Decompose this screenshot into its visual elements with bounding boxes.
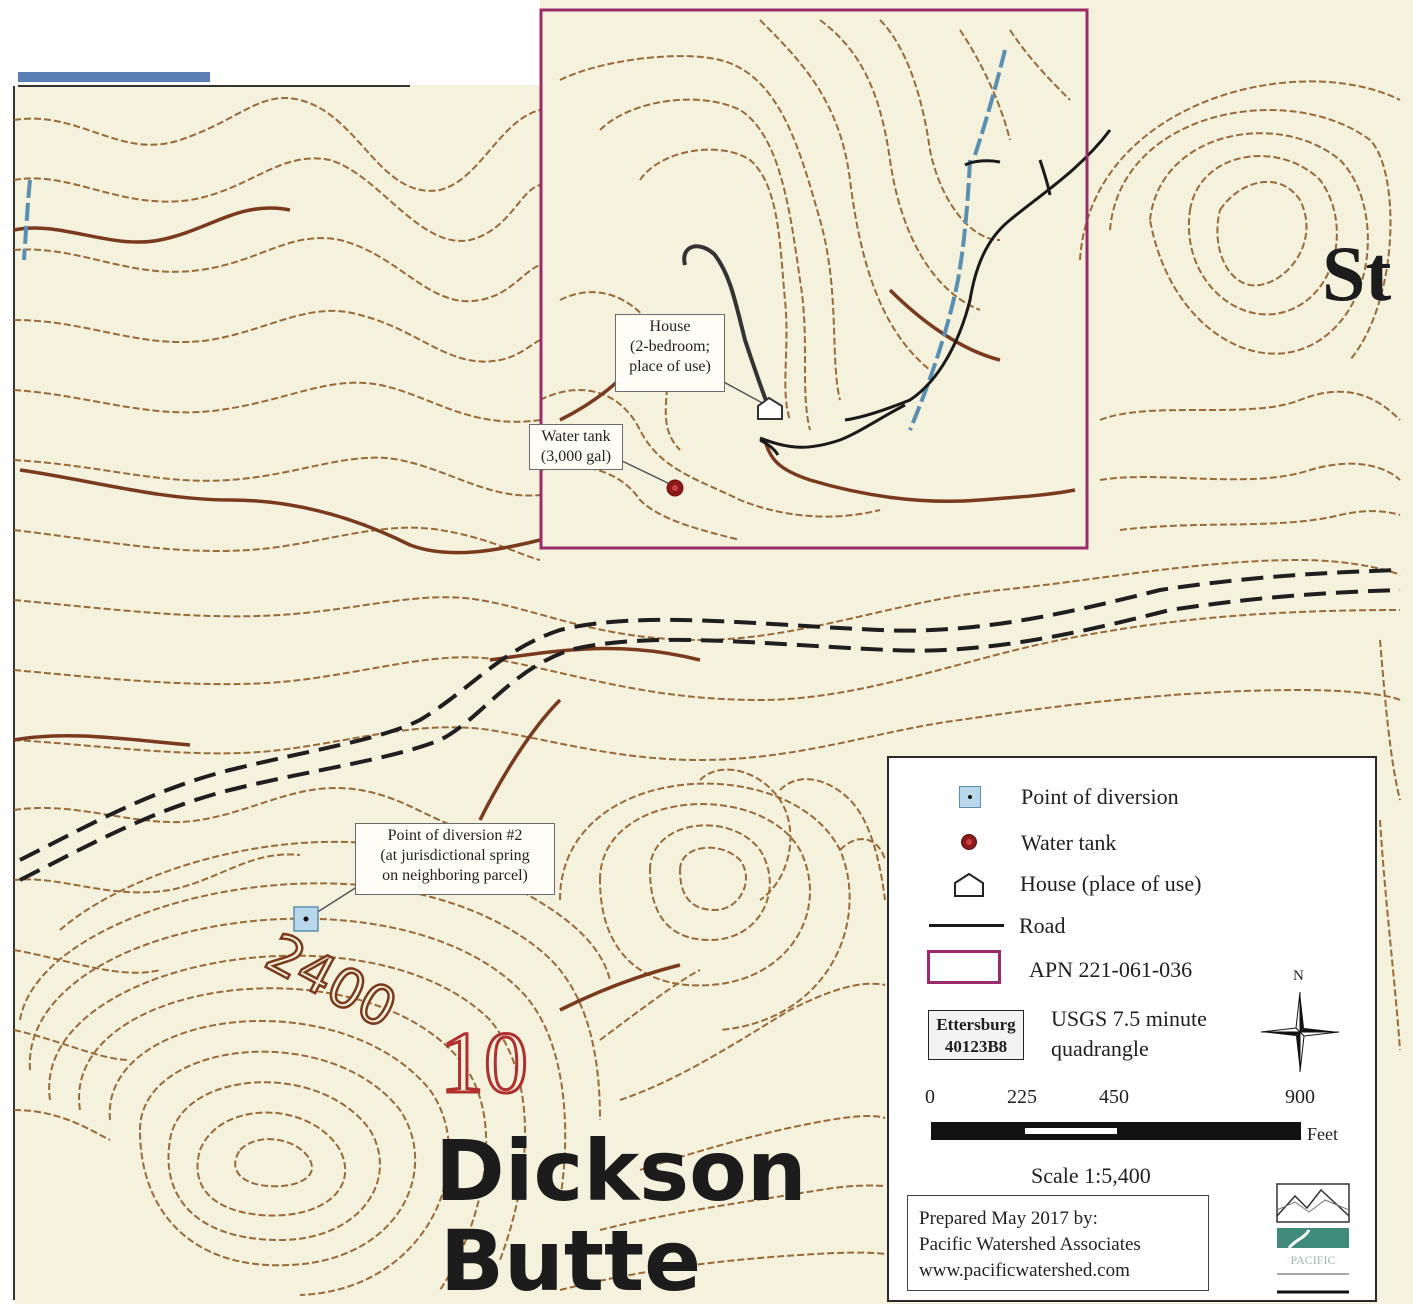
legend-water-tank-icon <box>961 834 977 850</box>
contour-lines <box>13 19 1401 1296</box>
house-callout-line2: (2-bedroom; <box>630 338 710 355</box>
scale-tick-900: 900 <box>1285 1086 1315 1108</box>
house-callout-line1: House <box>649 318 691 335</box>
water-tank-callout-line1: Water tank <box>541 428 611 445</box>
scale-unit: Feet <box>1307 1124 1338 1144</box>
point-of-diversion-icon[interactable] <box>293 906 319 932</box>
north-label: N <box>1293 968 1304 984</box>
quadrangle-code: 40123B8 <box>944 1037 1008 1056</box>
pod-callout-line3: on neighboring parcel) <box>382 867 528 884</box>
point-of-diversion-callout: Point of diversion #2 (at jurisdictional… <box>355 823 555 895</box>
quadrangle-name: Ettersburg <box>936 1015 1016 1034</box>
water-tank-callout-line2: (3,000 gal) <box>540 448 612 465</box>
pod-callout-line1: Point of diversion #2 <box>387 827 523 844</box>
edge-place-label: St <box>1322 230 1391 317</box>
legend-water-tank-label: Water tank <box>1021 830 1117 855</box>
quadrangle-description-2: quadrangle <box>1051 1036 1149 1061</box>
logo-text: PACIFIC <box>1291 1253 1336 1267</box>
water-tank-callout: Water tank (3,000 gal) <box>529 424 623 470</box>
parcel-boundary <box>539 8 1089 550</box>
stream-lines <box>22 49 1007 431</box>
credit-line1: Prepared May 2017 by: <box>919 1208 1098 1229</box>
pacific-watershed-logo-icon: PACIFIC <box>1276 1183 1350 1294</box>
map-legend: Point of diversion Water tank House (pla… <box>887 756 1377 1302</box>
credit-box: Prepared May 2017 by: Pacific Watershed … <box>907 1195 1209 1291</box>
legend-house-icon <box>954 872 984 897</box>
scale-ratio-text: Scale 1:5,400 <box>1031 1163 1151 1188</box>
place-label-dickson: Dickson <box>435 1122 807 1220</box>
road-lines <box>759 129 1112 456</box>
quadrangle-description-1: USGS 7.5 minute <box>1051 1006 1207 1031</box>
house-callout: House (2-bedroom; place of use) <box>615 314 725 392</box>
legend-road-label: Road <box>1019 913 1066 938</box>
scale-tick-0: 0 <box>925 1086 935 1108</box>
legend-road-line <box>929 924 1004 927</box>
pod-callout-line2: (at jurisdictional spring <box>380 847 530 864</box>
scale-tick-450: 450 <box>1099 1086 1129 1108</box>
house-callout-line3: place of use) <box>629 358 711 375</box>
trail-lines <box>19 568 1401 882</box>
house-icon[interactable] <box>757 396 783 420</box>
legend-parcel-swatch <box>927 950 1001 984</box>
parcel-track <box>682 244 772 411</box>
credit-line3: www.pacificwatershed.com <box>919 1260 1130 1281</box>
credit-line2: Pacific Watershed Associates <box>919 1234 1141 1255</box>
north-arrow-icon <box>1260 991 1340 1073</box>
legend-parcel-label: APN 221-061-036 <box>1029 957 1193 982</box>
legend-point-of-diversion-icon <box>959 786 981 808</box>
legend-house-label: House (place of use) <box>1020 871 1202 896</box>
map-frame-tab <box>18 72 210 82</box>
section-number: 10 <box>440 1015 528 1112</box>
quadrangle-box: Ettersburg 40123B8 <box>928 1010 1024 1060</box>
scale-tick-225: 225 <box>1007 1086 1037 1108</box>
water-tank-icon[interactable] <box>666 479 684 497</box>
place-label-butte: Butte <box>440 1212 701 1304</box>
legend-point-of-diversion-label: Point of diversion <box>1021 784 1179 809</box>
scale-bar <box>931 1122 1301 1140</box>
